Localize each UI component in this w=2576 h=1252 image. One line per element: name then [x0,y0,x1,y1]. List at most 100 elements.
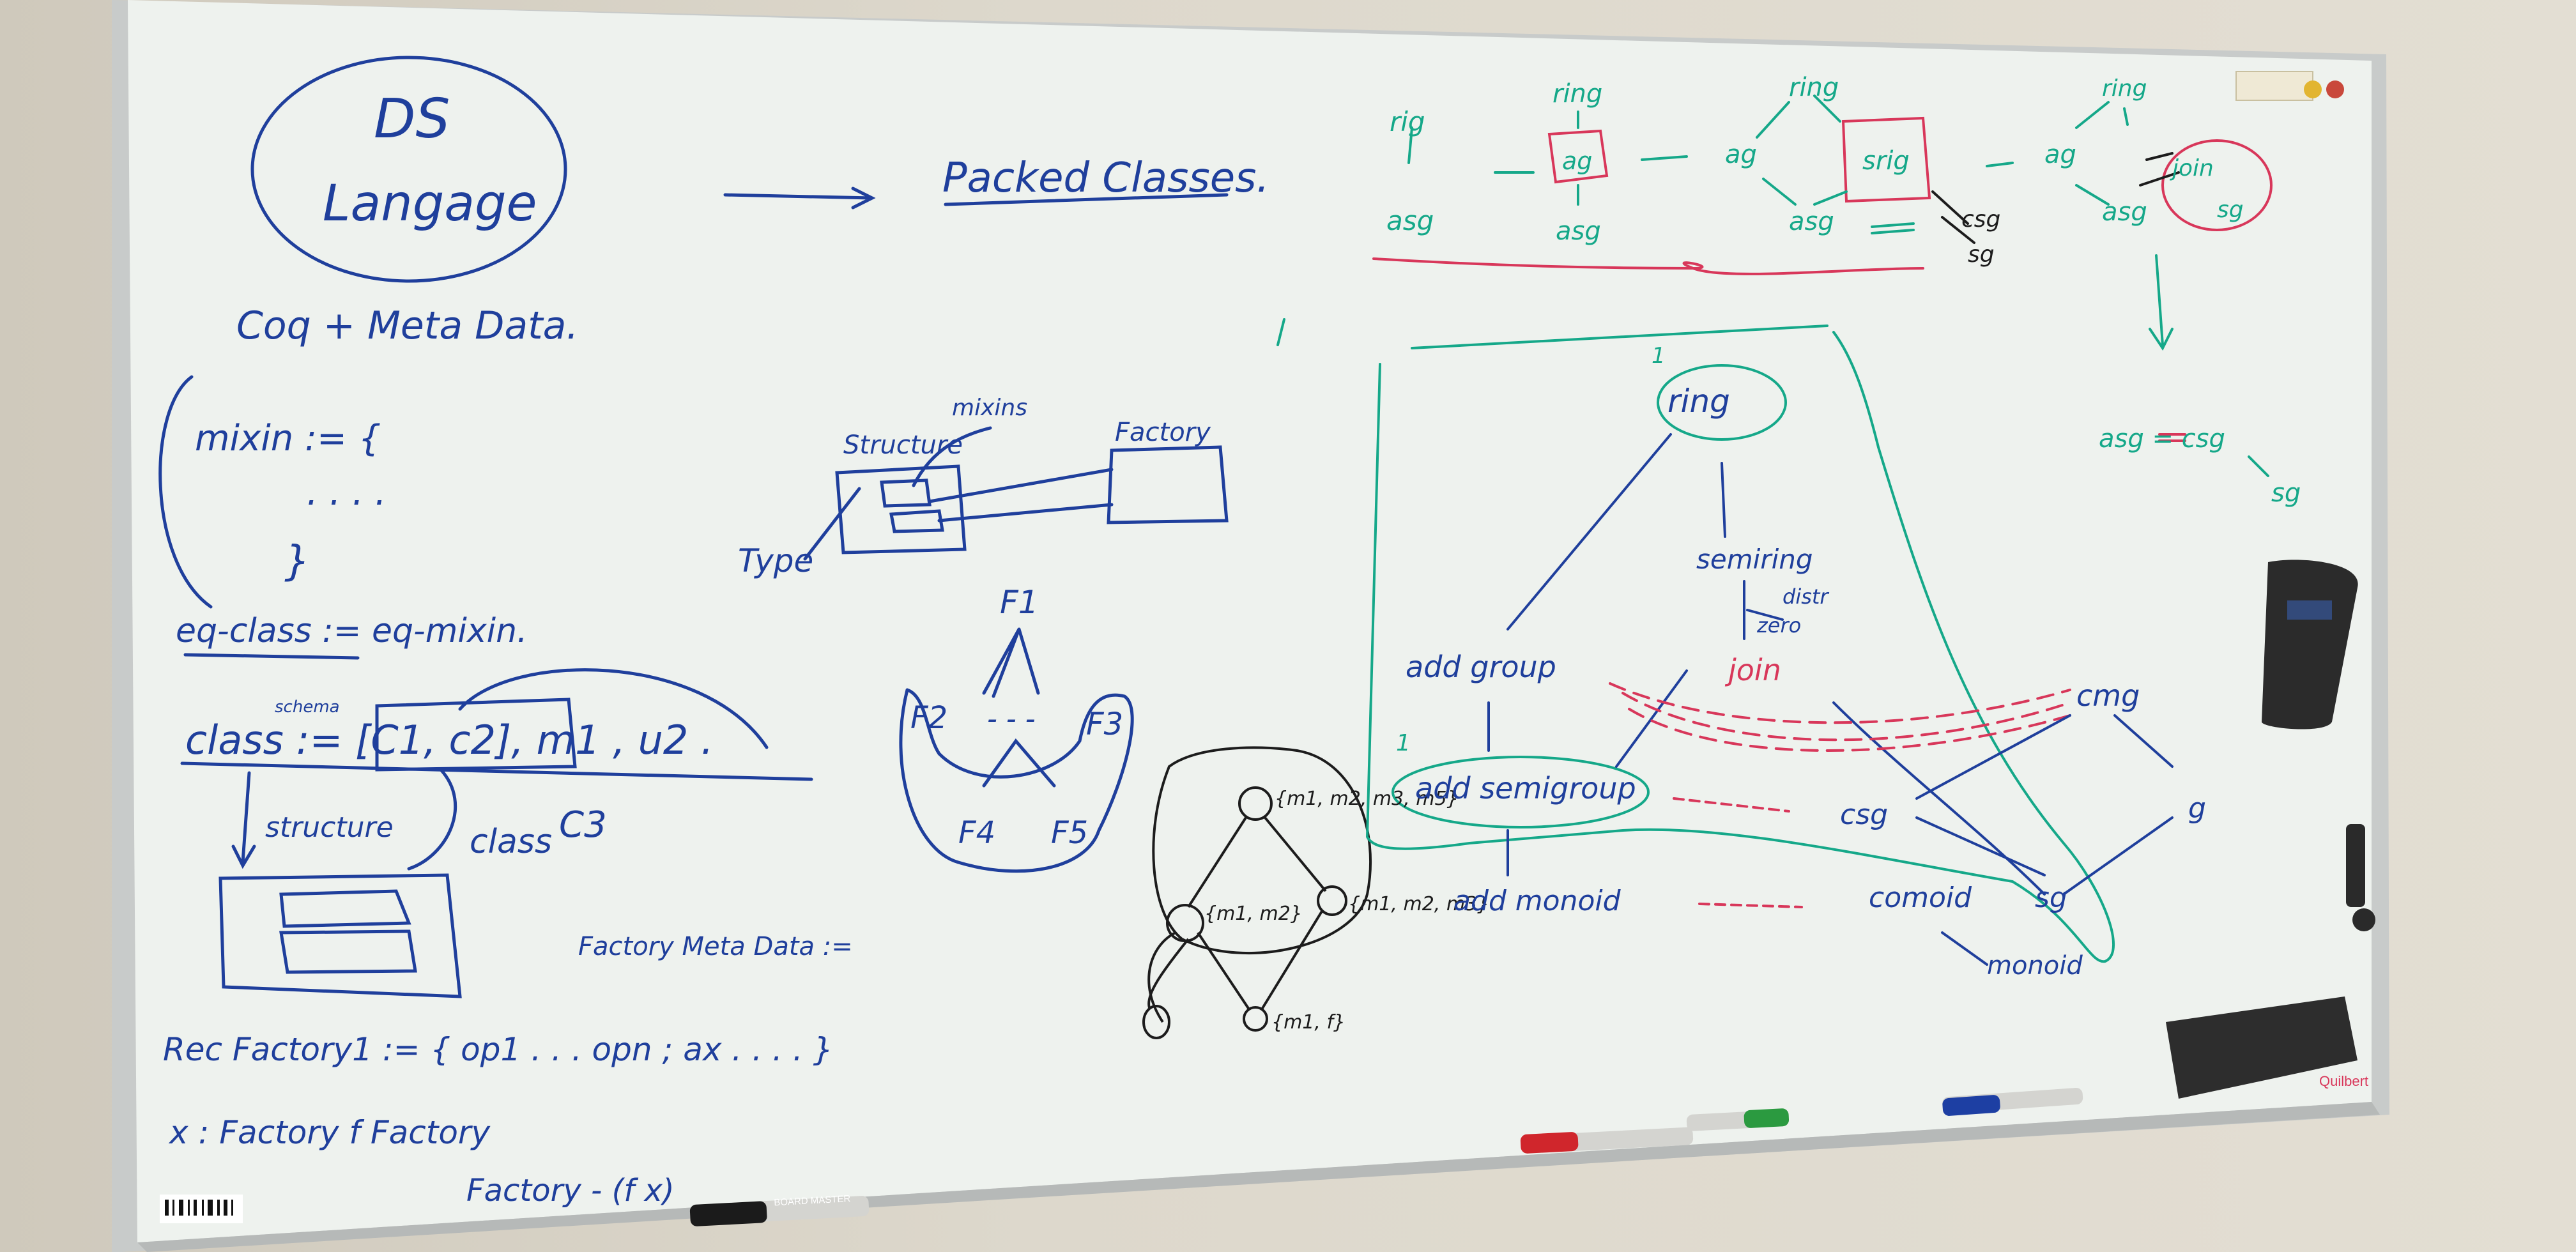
ring-addgroup-line [1506,433,1672,630]
lattice-edges [1147,816,1327,1023]
ds-language-circle [250,56,567,283]
join-circle [2161,139,2273,231]
join-node-label: join [1724,653,1781,687]
red-dashed-short [1673,797,1803,908]
top-asg-label-4: asg [2102,197,2147,227]
add-monoid-label: add monoid [1453,885,1621,917]
type-label: Type [738,542,813,579]
sg-node-label: sg [2035,882,2067,914]
join-semigroup-line [1615,669,1688,768]
add-semigroup-label: add semigroup [1415,771,1636,805]
top-join-label: join [2169,155,2214,181]
group-chain [1487,701,1509,876]
srig-box [1841,116,1931,203]
x-factory-text: x : Factory f Factory [168,1114,491,1151]
f-blob [899,688,1134,873]
structure-arrow [231,771,256,869]
schema-sup-text: schema [275,698,340,717]
lattice-node-right [1317,885,1347,916]
top-arrow-4 [1986,162,2014,167]
top-sg-label-2: sg [2217,197,2244,223]
packed-underline [944,193,1229,206]
top-ring-label-1: ring [1552,79,1602,109]
structure-curve [407,768,457,871]
ring-node-label: ring [1667,383,1730,420]
ring-semiring-line [1721,462,1726,538]
packed-classes-text: Packed Classes. [942,155,1269,202]
lattice-bottom-label: {m1, f} [1271,1011,1346,1034]
lattice-node-extra [1142,1005,1170,1039]
structure-text: structure [265,811,394,844]
f3-label: F3 [1086,706,1123,742]
g-node-label: g [2188,792,2206,825]
top-asg-label-2: asg [1556,217,1601,246]
marker-brand: BOARD MASTER [774,1193,851,1208]
green-tick [1276,318,1285,346]
top-ag-label-1: ag [1562,147,1592,175]
brand-label: Quilbert [2319,1073,2368,1089]
rec-factory-text: Rec Factory1 := { op1 . . . opn ; ax . .… [163,1031,833,1068]
top-asg-label-3: asg [1789,207,1834,236]
top-csg-label: csg [1961,206,2000,233]
ds-text: DS [374,88,450,151]
cmg-label: cmg [2076,678,2140,713]
f4-label: F4 [958,815,995,851]
marker-holder [2346,824,2375,931]
structure-box [218,873,462,998]
eraser-tray[interactable] [2166,996,2358,1099]
eraser[interactable] [2262,560,2358,729]
green-region [1365,324,2115,963]
mixins-label: mixins [952,395,1027,421]
down-arrow [2149,254,2174,351]
factory-fx-text: Factory - (f x) [466,1173,675,1209]
marker-black[interactable] [689,1196,870,1227]
distr-label: distr [1782,584,1829,609]
node-number-2: 1 [1396,730,1411,756]
add-group-label: add group [1406,650,1556,684]
structure-diag-label: Structure [843,431,963,460]
ag2-links [1756,101,1797,206]
eqclass-underline [183,653,360,660]
srig-eq [1871,222,1915,234]
structure-diag-box [835,464,967,554]
lattice-left-label: {m1, m2} [1204,903,1303,925]
marker-blue[interactable] [1942,1087,2083,1116]
ring-ellipse [1657,364,1787,441]
c3-text: C3 [559,804,607,846]
c1c2-box [375,698,577,772]
red-dashed-curves [1609,682,2071,752]
barcode-label [160,1195,243,1223]
top-ring-label-3: ring [2102,75,2147,102]
f1-arrows [982,627,1040,698]
asg-sg-link [2248,455,2269,477]
monoid-label: monoid [1987,951,2083,981]
marker-red[interactable] [1520,1127,1694,1154]
top-ag-label-2: ag [1725,140,1757,169]
f5-label: F5 [1051,815,1088,851]
ag-box [1547,129,1609,184]
structure-diag-inner-1 [880,478,931,508]
class-word-text: class [470,823,552,861]
mixin-brace: } [284,538,310,585]
mixin-dots: . . . . [307,472,387,514]
top-arrow-3 [1641,155,1688,161]
srig-links [1813,95,1848,206]
coq-metadata-text: Coq + Meta Data. [236,303,579,348]
join-links [2075,101,2129,206]
mixin-bracket [158,375,213,609]
f2-label: F2 [910,700,947,736]
marker-green[interactable] [1686,1108,1790,1131]
lattice-node-top [1238,786,1273,821]
right-blue-links [1915,714,2174,966]
join-arrows [2139,152,2180,187]
lattice-blob [1152,746,1372,955]
factory-metadata-text: Factory Meta Data := [578,932,853,961]
class-arc [458,668,769,749]
structure-inner-1 [279,889,411,928]
csg-node-label: csg [1840,798,1888,831]
add-semigroup-ellipse [1392,756,1650,828]
asg-eq-csg-label: asg = csg [2099,424,2225,454]
arrow-to-packed [723,187,876,210]
factory-diag-label: Factory [1115,418,1211,447]
